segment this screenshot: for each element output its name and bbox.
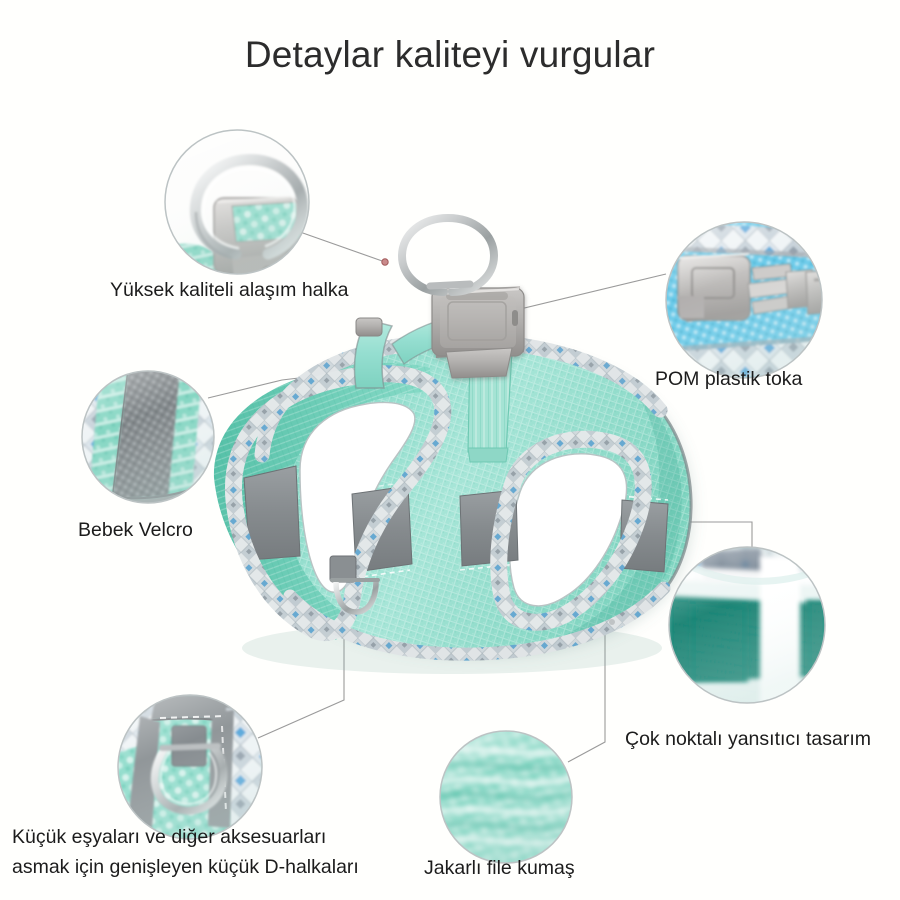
page-title: Detaylar kaliteyi vurgular: [244, 34, 656, 75]
plaid-trim-left-loop: [224, 365, 452, 642]
detail-circle-small-d-ring: [117, 694, 263, 840]
callout-label-reflective: Çok noktalı yansıtıcı tasarım: [625, 728, 872, 750]
callout-label-pom-buckle: POM plastik toka: [655, 368, 803, 390]
pom-buckle-hardware: [431, 286, 525, 379]
alloy-d-ring-hardware: [397, 213, 499, 296]
plaid-trim-bottom: [283, 581, 671, 661]
callout-label-alloy-ring: Yüksek kaliteli alaşım halka: [110, 279, 349, 301]
callout-label-small-d-rings: Küçük eşyaları ve diğer aksesuarları asm…: [12, 826, 359, 878]
detail-circle-velcro: [81, 370, 215, 504]
connector-mesh: [567, 626, 606, 763]
detail-circle-jacquard-mesh: [439, 730, 573, 864]
detail-circle-reflective: [668, 546, 826, 704]
callout-label-velcro: Bebek Velcro: [78, 519, 193, 541]
anchor-dot-dring: [381, 258, 389, 266]
detail-circle-alloy-ring: [164, 129, 310, 275]
connector-dring: [299, 231, 386, 263]
detail-circle-pom-buckle: [665, 221, 823, 379]
small-d-ring-hardware: [329, 555, 380, 615]
callout-label-jacquard-mesh: Jakarlı file kumaş: [424, 857, 575, 879]
strap-slider: [355, 317, 383, 337]
right-leg-opening: [509, 453, 627, 606]
plaid-trim-right-loop: [490, 430, 652, 631]
